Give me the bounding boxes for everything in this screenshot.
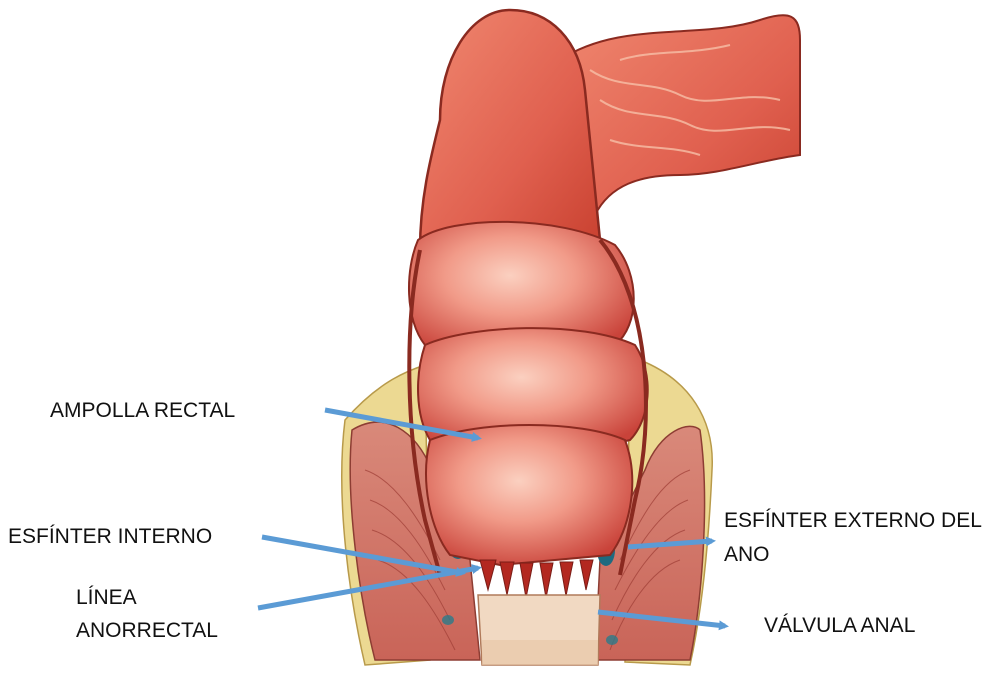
label-valvula-anal: VÁLVULA ANAL bbox=[764, 611, 915, 641]
label-esfinter-externo-line1: ESFÍNTER EXTERNO DEL bbox=[724, 506, 982, 536]
anal-canal-shade bbox=[482, 640, 598, 665]
label-esfinter-interno: ESFÍNTER INTERNO bbox=[8, 522, 212, 552]
label-linea-anorrectal-line1: LÍNEA bbox=[76, 583, 137, 613]
anal-columns bbox=[480, 560, 593, 598]
label-esfinter-externo-line2: ANO bbox=[724, 540, 770, 570]
label-linea-anorrectal-line2: ANORRECTAL bbox=[76, 616, 218, 646]
vein-right-low bbox=[606, 635, 618, 645]
rectal-ampulla bbox=[426, 425, 632, 565]
label-ampolla-rectal: AMPOLLA RECTAL bbox=[50, 396, 235, 426]
upper-rectum bbox=[420, 10, 600, 250]
vein-left-low bbox=[442, 615, 454, 625]
